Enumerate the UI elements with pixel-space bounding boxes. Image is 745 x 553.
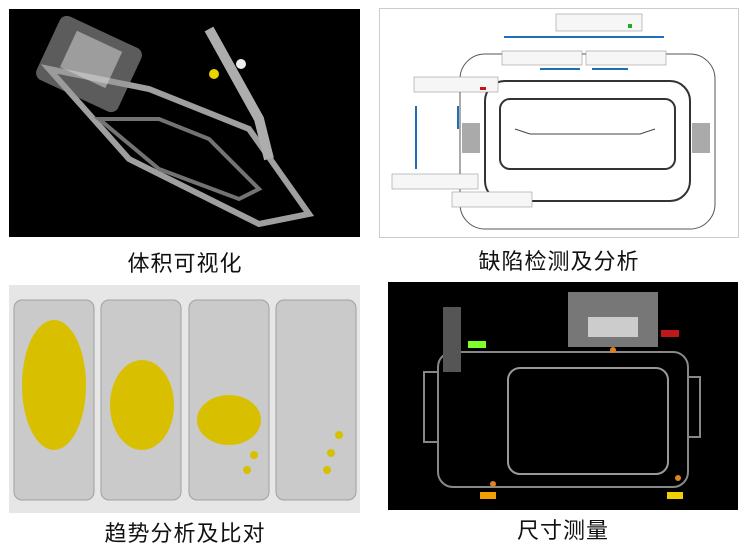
caption-defect-detection: 缺陷检测及分析 — [478, 250, 640, 275]
caption-volume-visualization: 体积可视化 — [127, 252, 243, 277]
defect-detection-image — [379, 8, 739, 238]
caption-trend-analysis: 趋势分析及比对 — [104, 522, 266, 547]
volume-visualization-image — [9, 9, 360, 237]
dimension-measurement-image — [388, 282, 738, 510]
caption-dimension-measurement: 尺寸测量 — [516, 519, 609, 544]
trend-analysis-image — [9, 285, 360, 513]
